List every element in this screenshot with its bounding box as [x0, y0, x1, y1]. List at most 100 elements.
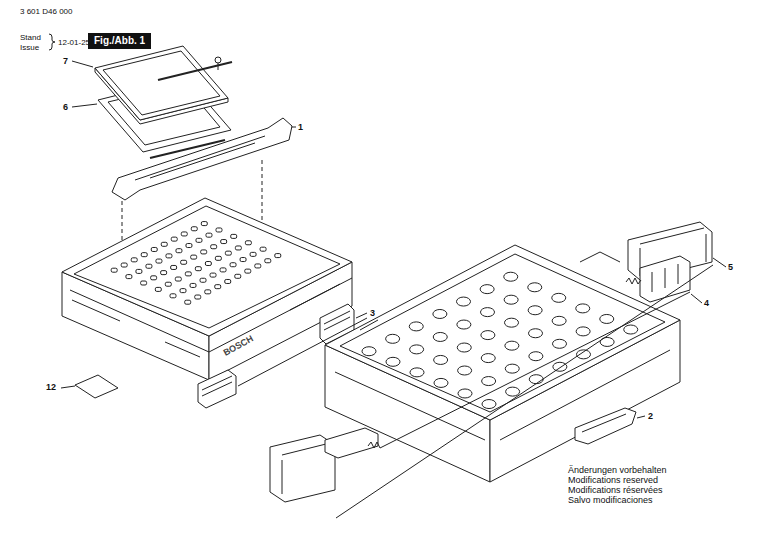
note-text: Modifications reserved: [568, 476, 658, 485]
lid-dimple: [225, 279, 231, 283]
tray-cell: [576, 304, 590, 313]
lid-dimple: [240, 258, 246, 262]
lid-dimple: [166, 254, 172, 258]
tray-inner-rim: [340, 254, 665, 412]
leader-line: [691, 294, 702, 303]
note-text: Modifications réservées: [568, 486, 663, 495]
foot-plate: [75, 375, 118, 398]
figure-label: Fig./Abb. 1: [94, 36, 145, 46]
tray-cell: [434, 378, 448, 387]
tray-cell: [552, 293, 566, 302]
lid-dimple: [155, 287, 161, 291]
lid-dimple: [171, 265, 177, 269]
tray-cell: [458, 366, 472, 375]
lid-dimple: [141, 253, 147, 257]
lid-dimple: [180, 289, 186, 293]
tray-cell: [481, 354, 495, 363]
lid-dimple: [260, 247, 266, 251]
lid-dimple: [146, 264, 152, 268]
latch-slider: [640, 256, 690, 302]
note-text: Änderungen vorbehalten: [568, 466, 667, 475]
lid-dimple: [136, 269, 142, 273]
lid-dimple: [196, 238, 202, 242]
spring: [368, 442, 380, 448]
callout-number: 12: [46, 383, 56, 392]
lid-dimple: [225, 251, 231, 255]
tray-cell: [505, 364, 519, 373]
tray-cell: [457, 343, 471, 352]
tray-cell: [482, 400, 496, 409]
lid-dimple: [191, 255, 197, 259]
tray-cell: [410, 345, 424, 354]
callout-number: 7: [63, 57, 68, 66]
tray-cell: [457, 320, 471, 329]
front-latch-lines: [282, 444, 326, 494]
lid-dimple: [126, 275, 132, 279]
tray-cell: [600, 314, 614, 323]
issue-date: 12-01-25: [58, 39, 90, 47]
lid-dimple: [121, 263, 127, 267]
tray-cell: [504, 272, 518, 281]
lid-dimple: [206, 233, 212, 237]
tray-cell: [624, 325, 638, 334]
tray-cell: [529, 375, 543, 384]
lid-dimple: [210, 273, 216, 277]
handle-grip: [135, 136, 265, 180]
leader-line: [713, 258, 726, 267]
lid-dimple: [245, 241, 251, 245]
lid-dimple: [255, 264, 261, 268]
tray-cell: [577, 350, 591, 359]
lid-dimple: [205, 262, 211, 266]
lid-dimple: [185, 272, 191, 276]
tray-cell: [576, 327, 590, 336]
tray-cell: [529, 352, 543, 361]
lid-dimple: [265, 259, 271, 263]
lid-dimple: [191, 227, 197, 231]
lid-ribs: [70, 278, 352, 357]
side-handle-grip: [582, 414, 626, 432]
part-number: 3 601 D46 000: [20, 8, 73, 16]
callout-number: 4: [704, 299, 709, 308]
tray-cell: [552, 316, 566, 325]
tray-cell: [458, 389, 472, 398]
leader-line: [72, 61, 93, 67]
lid-dimple: [195, 267, 201, 271]
latch-slider-lines: [652, 264, 678, 292]
lid-dimple: [181, 260, 187, 264]
callout-number: 6: [63, 103, 68, 112]
cover-plate: [95, 46, 228, 120]
lid-dimple: [215, 285, 221, 289]
callout-number: 5: [728, 263, 733, 272]
tray-cell: [553, 362, 567, 371]
tray-cell: [433, 309, 447, 318]
lid-dimple: [250, 252, 256, 256]
leader-line: [637, 416, 645, 418]
lid-dimple: [245, 269, 251, 273]
tray-cell: [504, 295, 518, 304]
lid-dimple: [190, 283, 196, 287]
lid-dimple: [235, 274, 241, 278]
tray-cell: [480, 285, 494, 294]
lid-dimple: [275, 254, 281, 258]
lid-dimple: [221, 240, 227, 244]
note-text: Salvo modificaciones: [568, 496, 653, 505]
tray-cell: [481, 308, 495, 317]
tray-cell: [434, 355, 448, 364]
lid-dimple: [156, 259, 162, 263]
lid-dimple: [111, 268, 117, 272]
tray-cell: [482, 377, 496, 386]
lid-dimple: [165, 282, 171, 286]
lid-dimple: [205, 290, 211, 294]
tray-cell: [457, 297, 471, 306]
assembly-line: [336, 265, 713, 518]
lid-dimple: [195, 295, 201, 299]
lid-dimple: [151, 276, 157, 280]
screw: [215, 57, 221, 63]
brace: [49, 34, 55, 50]
lid-dimple: [151, 247, 157, 251]
tray-cell: [433, 332, 447, 341]
figure-tag: Fig./Abb. 1: [88, 33, 151, 49]
tray-cell: [505, 341, 519, 350]
tray-cell: [409, 322, 423, 331]
